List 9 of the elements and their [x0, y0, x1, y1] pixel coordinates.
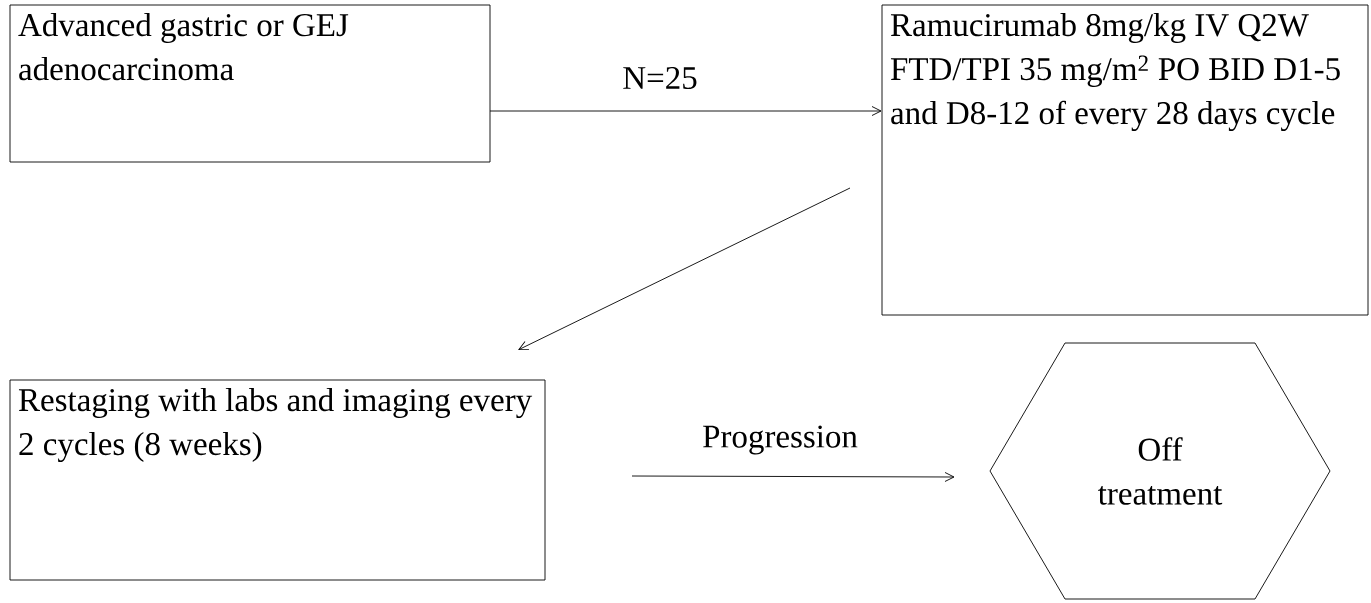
arrow: [631, 472, 955, 482]
edge-label: N=25: [620, 64, 700, 92]
hexagon: Off treatment: [989, 342, 1331, 600]
process-box: Restaging with labs and imaging every 2 cycles (8 weeks): [9, 379, 546, 581]
arrow: [489, 106, 882, 116]
process-box: Ramucirumab 8mg/kg IV Q2W FTD/TPI 35 mg/m$^{2}$ PO BID D1-5 and D8-12 of every 28 days cycle: [881, 4, 1369, 316]
process-box: Advanced gastric or GEJ adenocarcinoma: [9, 4, 491, 163]
edge-label: Progression: [700, 423, 860, 457]
arrow: [518, 187, 851, 351]
